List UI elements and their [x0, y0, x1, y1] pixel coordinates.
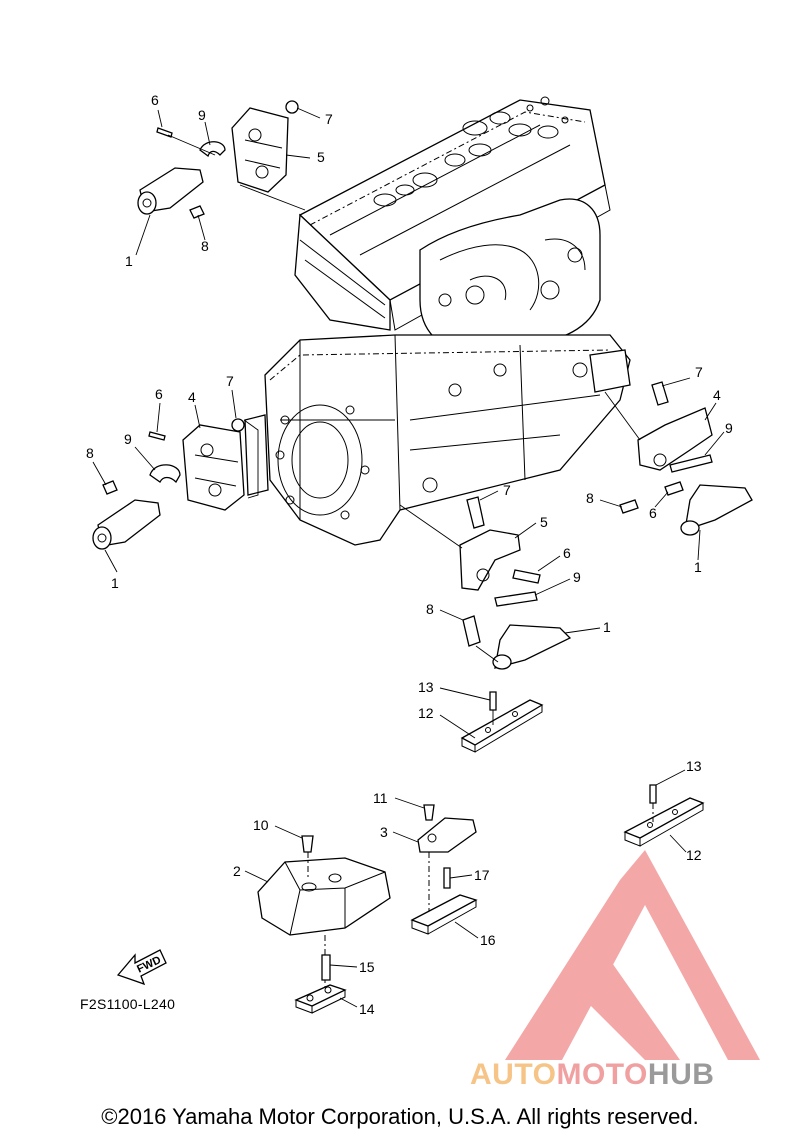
callout-9: 9 — [124, 431, 132, 447]
callout-5: 5 — [317, 149, 325, 165]
callout-5: 5 — [540, 514, 548, 530]
plate-14 — [294, 984, 347, 1007]
callout-15: 15 — [359, 959, 375, 975]
callout-6: 6 — [649, 505, 657, 521]
callout-11: 11 — [373, 790, 388, 806]
callout-6: 6 — [563, 545, 571, 561]
plate-group-lower-right — [623, 784, 705, 847]
callout-1: 1 — [603, 619, 611, 635]
callout-1: 1 — [694, 559, 702, 575]
callout-8: 8 — [426, 601, 434, 617]
mount-bracket-4 — [637, 407, 713, 471]
watermark-text: AUTOMOTOHUB — [470, 1058, 714, 1092]
bolt-7 — [285, 100, 299, 114]
callout-6: 6 — [155, 386, 163, 402]
plate-group-upper — [460, 691, 544, 753]
bolt-7 — [466, 496, 485, 529]
mount-bracket-5 — [459, 529, 521, 591]
callout-8: 8 — [586, 490, 594, 506]
callout-12: 12 — [418, 705, 434, 721]
callout-7: 7 — [503, 482, 511, 498]
mount-group-center — [399, 496, 572, 670]
callout-1: 1 — [125, 253, 133, 269]
watermark-part-moto: MOTO — [556, 1058, 648, 1091]
callout-7: 7 — [325, 111, 333, 127]
callout-8: 8 — [86, 445, 94, 461]
callout-9: 9 — [573, 569, 581, 585]
callout-8: 8 — [201, 238, 209, 254]
callout-12: 12 — [686, 847, 702, 863]
callout-10: 10 — [253, 817, 269, 833]
callout-3: 3 — [380, 824, 388, 840]
callout-6: 6 — [151, 92, 159, 108]
damper-9 — [149, 464, 181, 484]
plate-16 — [410, 894, 478, 927]
plate-12 — [460, 699, 544, 746]
watermark-logo — [505, 850, 760, 1060]
mount-group-right — [604, 381, 753, 536]
bolt-6 — [512, 569, 541, 584]
leader-lines — [92, 107, 725, 1008]
callout-9: 9 — [198, 107, 206, 123]
rubber-block-2 — [257, 857, 391, 936]
callout-2: 2 — [233, 863, 241, 879]
damper-9 — [669, 454, 713, 473]
copyright-notice: ©2016 Yamaha Motor Corporation, U.S.A. A… — [101, 1104, 699, 1129]
fwd-arrow-icon: FWD — [116, 949, 167, 986]
bolt-8 — [462, 615, 481, 647]
diagram-code: F2S1100-L240 — [80, 996, 176, 1012]
block-3 — [417, 817, 477, 853]
callout-16: 16 — [480, 932, 496, 948]
callout-7: 7 — [695, 364, 703, 380]
bolt-10 — [301, 835, 314, 853]
stud-15 — [321, 954, 331, 981]
callout-14: 14 — [359, 1001, 375, 1017]
callout-13: 13 — [686, 758, 702, 774]
mount-group-upper-left — [137, 100, 306, 219]
callout-4: 4 — [713, 387, 721, 403]
watermark-part-hub: HUB — [647, 1058, 715, 1091]
mount-group-mid-left — [92, 418, 259, 550]
lower-parts — [257, 804, 478, 1014]
watermark-part-auto: AUTO — [470, 1058, 557, 1091]
callout-13: 13 — [418, 679, 434, 695]
callout-17: 17 — [474, 867, 490, 883]
callout-4: 4 — [188, 389, 196, 405]
damper-9 — [494, 591, 538, 607]
callout-9: 9 — [725, 420, 733, 436]
stud-17 — [443, 867, 451, 889]
callout-1: 1 — [111, 575, 119, 591]
bolt-11 — [423, 804, 435, 821]
engine-block — [244, 96, 631, 546]
rivet-13 — [489, 691, 497, 711]
mount-bracket-5 — [231, 107, 289, 193]
callout-labels: 6 9 7 5 8 1 6 4 7 8 9 1 7 4 9 8 6 1 7 5 … — [86, 92, 733, 1017]
rubber-mount-1 — [494, 624, 572, 669]
callout-7: 7 — [226, 373, 234, 389]
mount-bracket-4 — [182, 424, 245, 511]
